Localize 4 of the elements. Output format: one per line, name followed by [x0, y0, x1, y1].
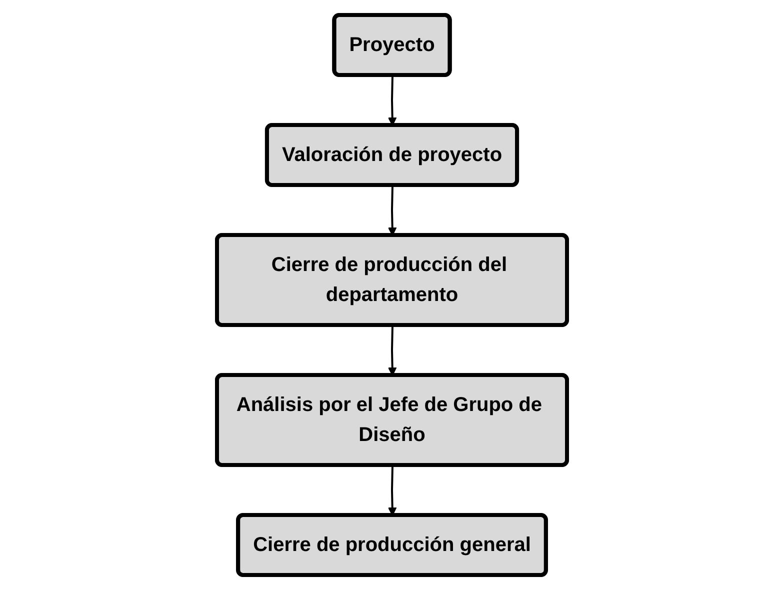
arrow [388, 465, 397, 516]
arrow [388, 75, 397, 126]
arrow [388, 185, 397, 236]
arrow [388, 325, 397, 376]
